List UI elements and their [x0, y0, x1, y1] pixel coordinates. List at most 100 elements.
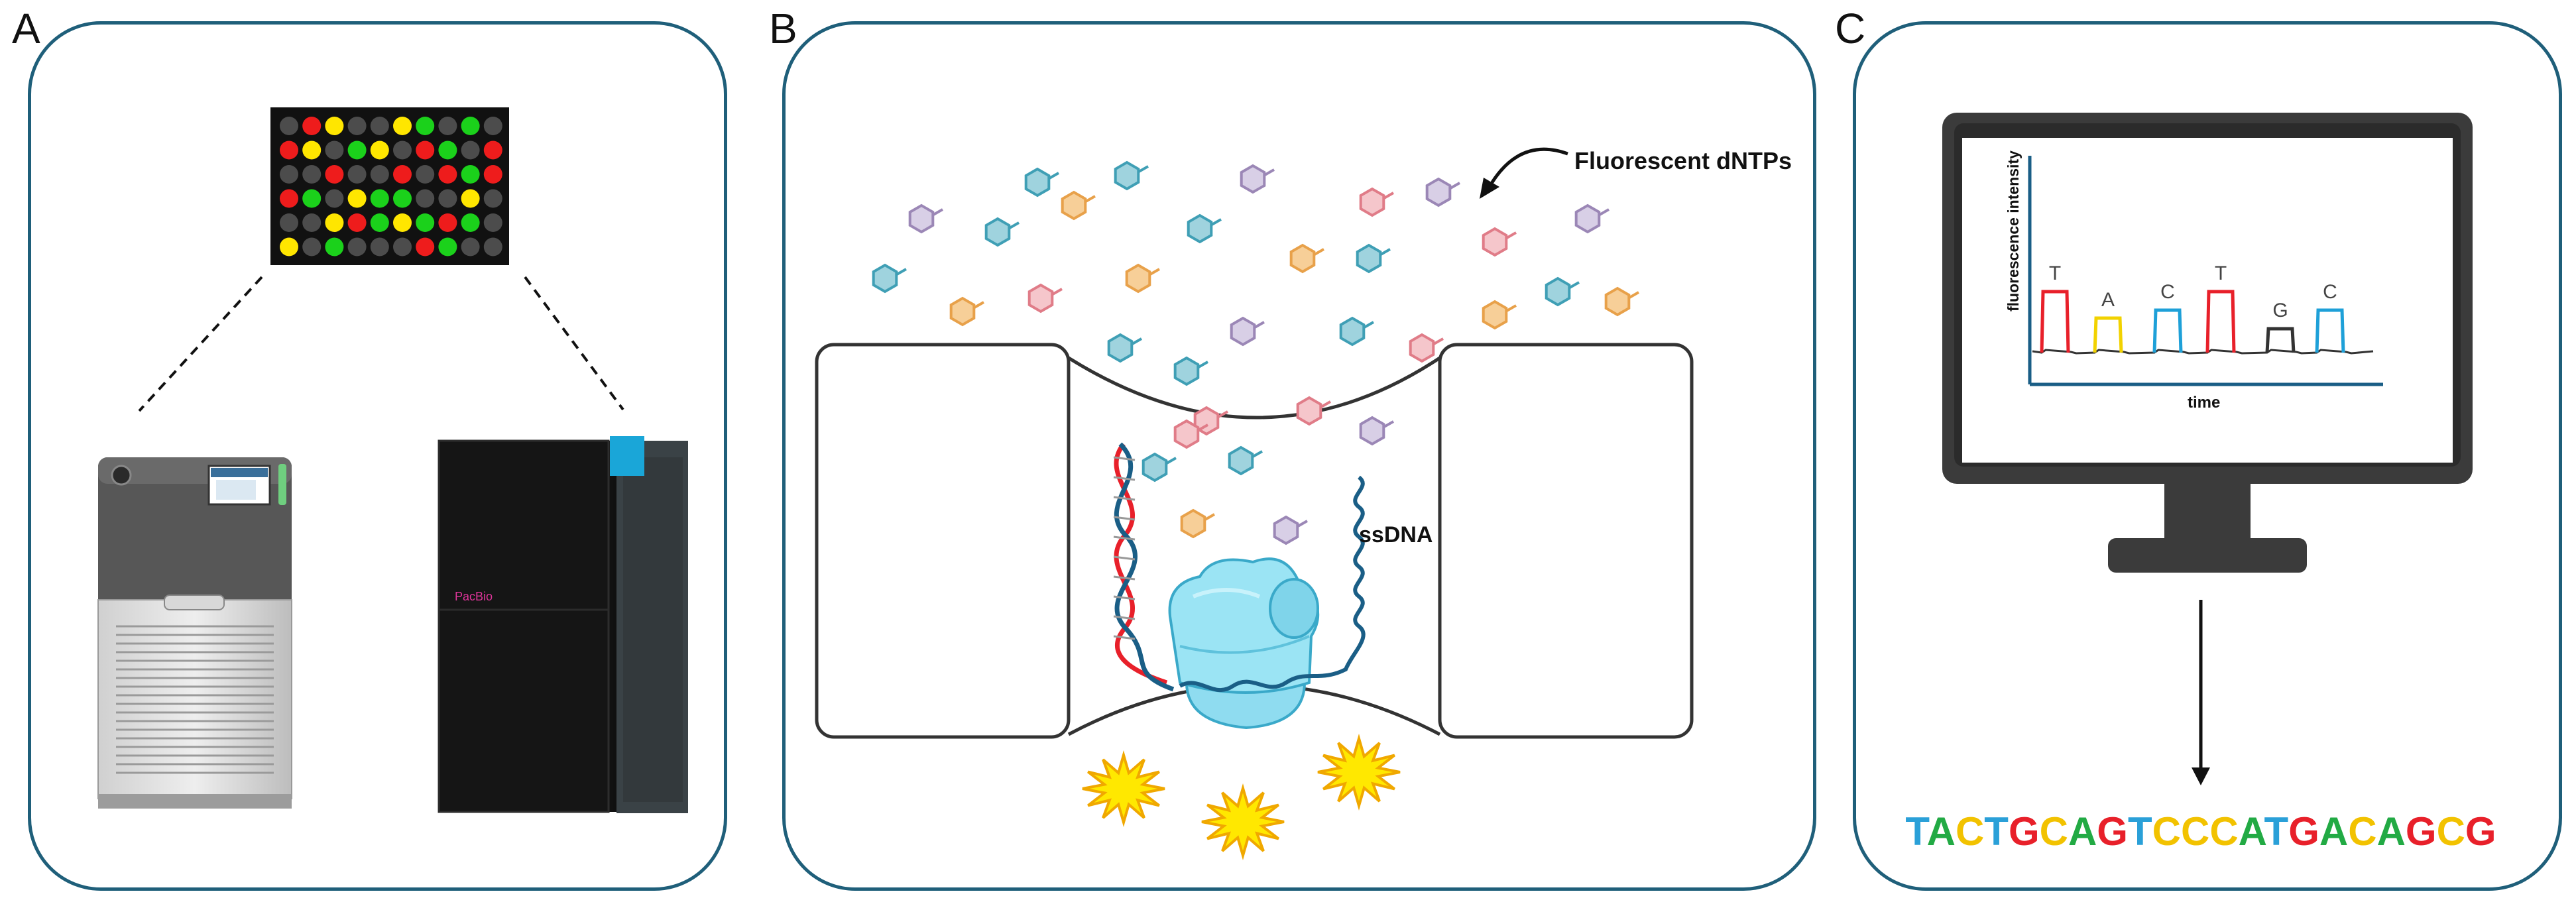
- sequence-base: A: [1927, 809, 1956, 854]
- chip-well: [461, 237, 480, 256]
- trace-base-letter: T: [2215, 262, 2227, 284]
- trace-peak: [2205, 290, 2236, 353]
- left-cladding-block: [815, 343, 1071, 739]
- chip-well: [280, 141, 298, 160]
- dntp-molecule: [1240, 164, 1266, 194]
- dntp-molecule: [1230, 316, 1256, 347]
- chip-well: [416, 141, 435, 160]
- chip-well: [416, 117, 435, 135]
- dntp-molecule: [1425, 177, 1452, 207]
- polymerase-enzyme: [1168, 557, 1320, 730]
- dntp-molecule: [1545, 276, 1571, 307]
- ssdna-label: ssDNA: [1359, 522, 1433, 547]
- chip-well: [302, 141, 322, 160]
- chip-well: [347, 189, 367, 208]
- dntp-molecule: [1482, 227, 1508, 257]
- chip-well: [302, 189, 322, 208]
- sequence-base: A: [2068, 809, 2097, 854]
- dntp-molecule: [1027, 283, 1054, 313]
- chip-well: [347, 165, 367, 184]
- pacbio-sequencer: PacBio: [438, 436, 688, 813]
- trace-peak: [2093, 316, 2123, 353]
- panel-letter-c: C: [1835, 5, 1866, 52]
- chip-well: [370, 237, 389, 256]
- trace-peak: [2040, 290, 2070, 353]
- dntp-molecule: [1125, 263, 1151, 294]
- chip-well: [461, 141, 480, 160]
- sequence-base: T: [1905, 809, 1929, 854]
- chip-well: [325, 213, 344, 232]
- chip-well: [347, 213, 367, 232]
- dntp-molecule: [1173, 356, 1200, 386]
- dntp-molecule: [1228, 445, 1254, 476]
- chip-well: [370, 165, 389, 184]
- chip-well: [280, 189, 298, 208]
- power-button-icon: [111, 465, 132, 486]
- chip-well: [302, 237, 322, 256]
- dntp-molecule: [984, 217, 1011, 247]
- ssdna-strand: [1179, 475, 1366, 692]
- chip-well: [325, 165, 344, 184]
- dntp-molecule: [1180, 508, 1206, 539]
- chip-well: [370, 189, 389, 208]
- sequence-base: G: [2406, 809, 2437, 854]
- chip-well: [438, 165, 457, 184]
- dntp-molecule: [1574, 203, 1601, 234]
- dntp-molecule: [908, 203, 935, 234]
- dntp-label-arrow: [1486, 147, 1568, 190]
- fluorescence-bursts: [1082, 733, 1401, 861]
- monitor-neck: [2164, 484, 2251, 542]
- panel-letter-a: A: [12, 5, 40, 52]
- status-light: [610, 436, 644, 476]
- chip-well: [438, 213, 457, 232]
- zoom-line-right: [524, 276, 624, 411]
- dntp-molecule: [1187, 213, 1213, 244]
- sequence-base: G: [2288, 809, 2319, 854]
- dntp-molecule: [949, 296, 976, 327]
- sequence-base: C: [1956, 809, 1984, 854]
- trace-peak: [2265, 327, 2296, 353]
- sequence-base: G: [2009, 809, 2040, 854]
- sequence-base: C: [2152, 809, 2181, 854]
- trace-peak: [2152, 308, 2183, 353]
- sequence-base: C: [2181, 809, 2209, 854]
- chip-well: [461, 117, 480, 135]
- sequence-base: T: [1984, 809, 2009, 854]
- sequence-base: A: [2377, 809, 2406, 854]
- down-arrow-icon: [2192, 767, 2210, 785]
- chip-well: [325, 189, 344, 208]
- chip-well: [393, 117, 412, 135]
- trace-base-letter: G: [2272, 300, 2288, 321]
- chip-well: [483, 141, 502, 160]
- chip-well: [370, 141, 389, 160]
- chip-well: [416, 165, 435, 184]
- dntp-molecule: [1339, 316, 1366, 347]
- chip-well: [438, 141, 457, 160]
- zoom-line-left: [138, 276, 263, 412]
- chip-well: [280, 213, 298, 232]
- sequence-base: A: [2239, 809, 2266, 854]
- benchtop-sequencer: [97, 457, 292, 809]
- dntps-label: Fluorescent dNTPs: [1574, 147, 1792, 174]
- chip-well: [302, 165, 322, 184]
- trace-x-label: time: [2188, 394, 2220, 412]
- dntp-molecule: [1604, 286, 1631, 317]
- dntp-molecule: [1296, 396, 1322, 426]
- chip-well: [416, 189, 435, 208]
- chip-well: [461, 165, 480, 184]
- dntp-molecule: [1359, 416, 1385, 446]
- chip-well: [483, 237, 502, 256]
- chip-well: [393, 213, 412, 232]
- sequence-base: C: [2348, 809, 2376, 854]
- chip-well: [416, 237, 435, 256]
- sequence-base: C: [2209, 809, 2238, 854]
- called-sequence: TACTGCAGTCCCATGACAGCG: [1905, 809, 2496, 854]
- chip-well: [370, 213, 389, 232]
- dntp-molecule: [1482, 300, 1508, 330]
- sequence-base: C: [2437, 809, 2465, 854]
- chip-well: [280, 117, 298, 135]
- trace-peak: [2315, 308, 2345, 353]
- monitor-stand: [2108, 538, 2307, 573]
